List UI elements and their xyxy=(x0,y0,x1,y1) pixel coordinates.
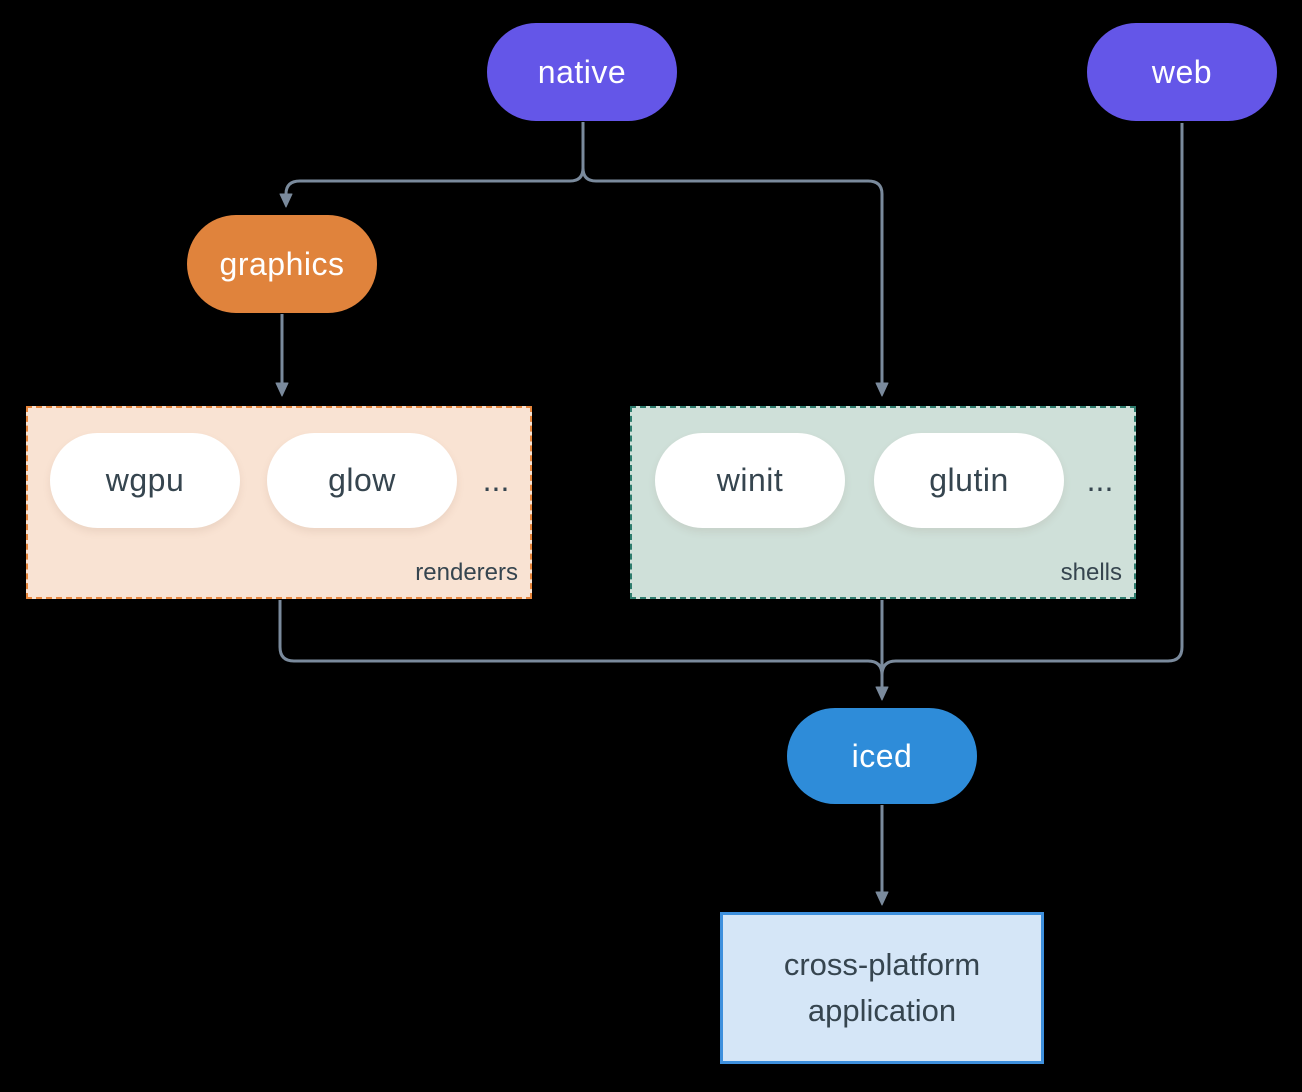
connector-native-to-shells xyxy=(581,167,889,397)
node-native-label: native xyxy=(537,53,627,90)
node-glow-label: glow xyxy=(328,462,396,498)
connector-renderers-to-merge xyxy=(278,600,884,676)
connector-native-to-graphics xyxy=(279,122,585,208)
node-wgpu-label: wgpu xyxy=(105,462,185,498)
app-label-line1: cross-platform xyxy=(783,947,981,982)
node-glutin: glutin xyxy=(874,433,1064,528)
node-native: native xyxy=(487,23,677,121)
group-renderers: wgpu glow ... renderers xyxy=(26,406,532,599)
node-cross-platform-application: cross-platform application xyxy=(720,912,1044,1064)
group-renderers-label: renderers xyxy=(415,559,518,586)
node-glow: glow xyxy=(267,433,457,528)
node-wgpu: wgpu xyxy=(50,433,240,528)
app-label-line2: application xyxy=(807,993,957,1028)
shells-ellipsis: ... xyxy=(1086,462,1114,498)
node-iced-label: iced xyxy=(851,737,913,774)
connector-web-to-merge xyxy=(880,123,1184,676)
group-shells-label: shells xyxy=(1060,559,1122,586)
node-glutin-label: glutin xyxy=(929,462,1009,498)
node-web-label: web xyxy=(1151,53,1213,90)
node-winit-label: winit xyxy=(716,462,784,498)
node-web: web xyxy=(1087,23,1277,121)
node-graphics-label: graphics xyxy=(219,245,345,282)
renderers-ellipsis: ... xyxy=(482,462,510,498)
node-winit: winit xyxy=(655,433,845,528)
group-shells: winit glutin ... shells xyxy=(630,406,1136,599)
node-iced: iced xyxy=(787,708,977,804)
node-graphics: graphics xyxy=(187,215,377,313)
